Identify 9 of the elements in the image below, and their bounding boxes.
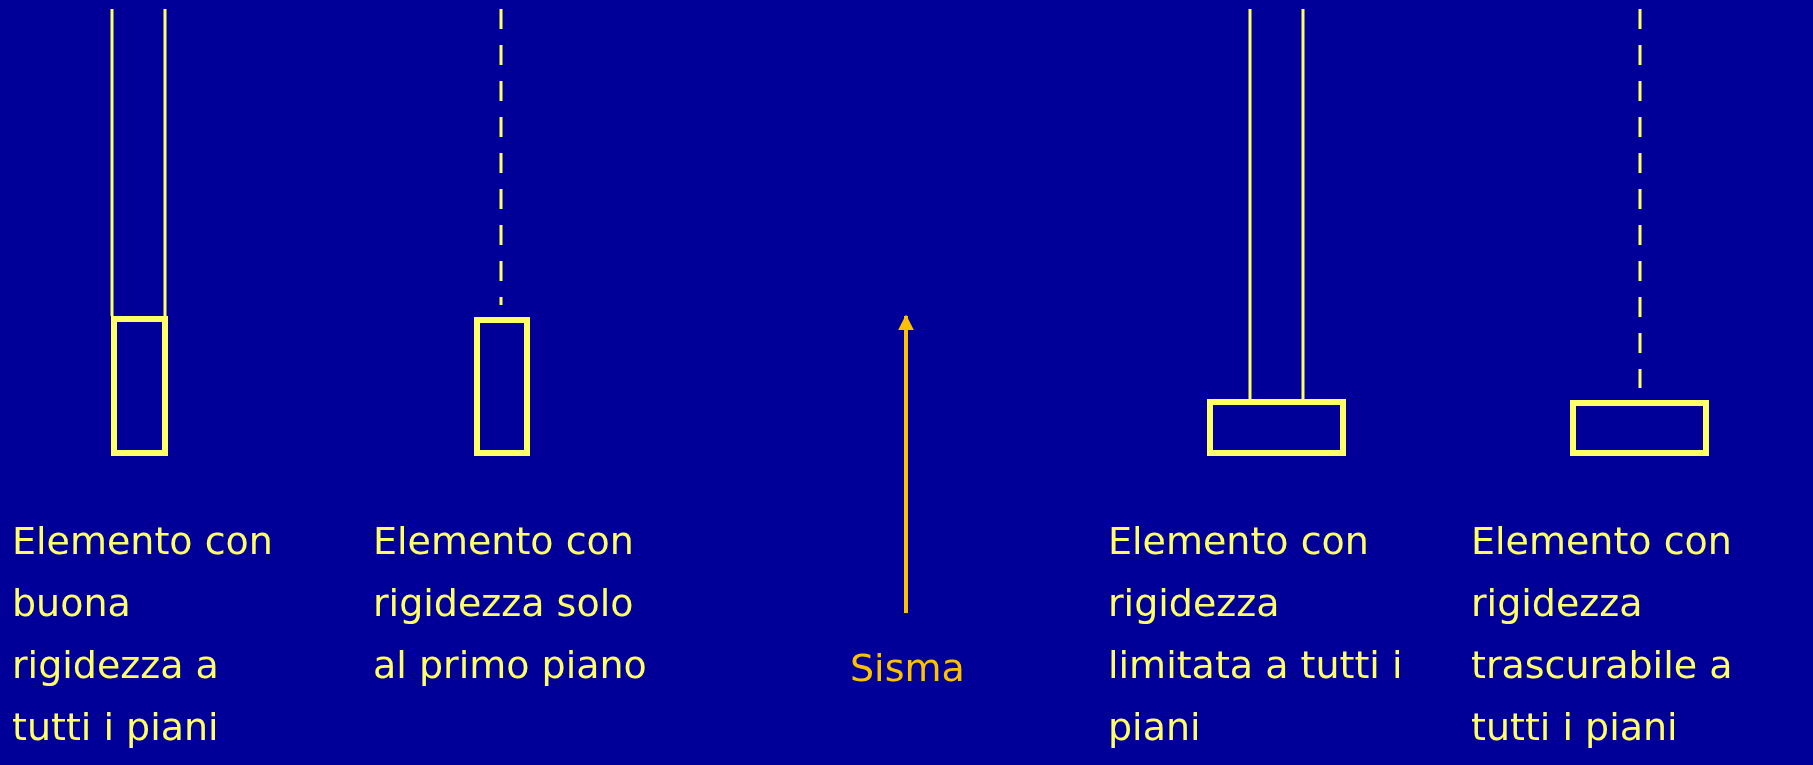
element-box bbox=[111, 316, 168, 456]
element-caption: Elemento con buona rigidezza a tutti i piani bbox=[12, 518, 274, 751]
element-caption: Elemento con rigidezza limitata a tutti i piani bbox=[1108, 518, 1404, 751]
element-box bbox=[1570, 400, 1709, 456]
element-caption: Elemento con rigidezza solo al primo piano bbox=[373, 518, 648, 689]
element-box bbox=[474, 317, 530, 456]
element-caption: Elemento con rigidezza trascurabile a tutti i piani bbox=[1471, 518, 1734, 751]
direction-label: Sisma bbox=[850, 645, 965, 691]
element-box bbox=[1207, 399, 1346, 456]
